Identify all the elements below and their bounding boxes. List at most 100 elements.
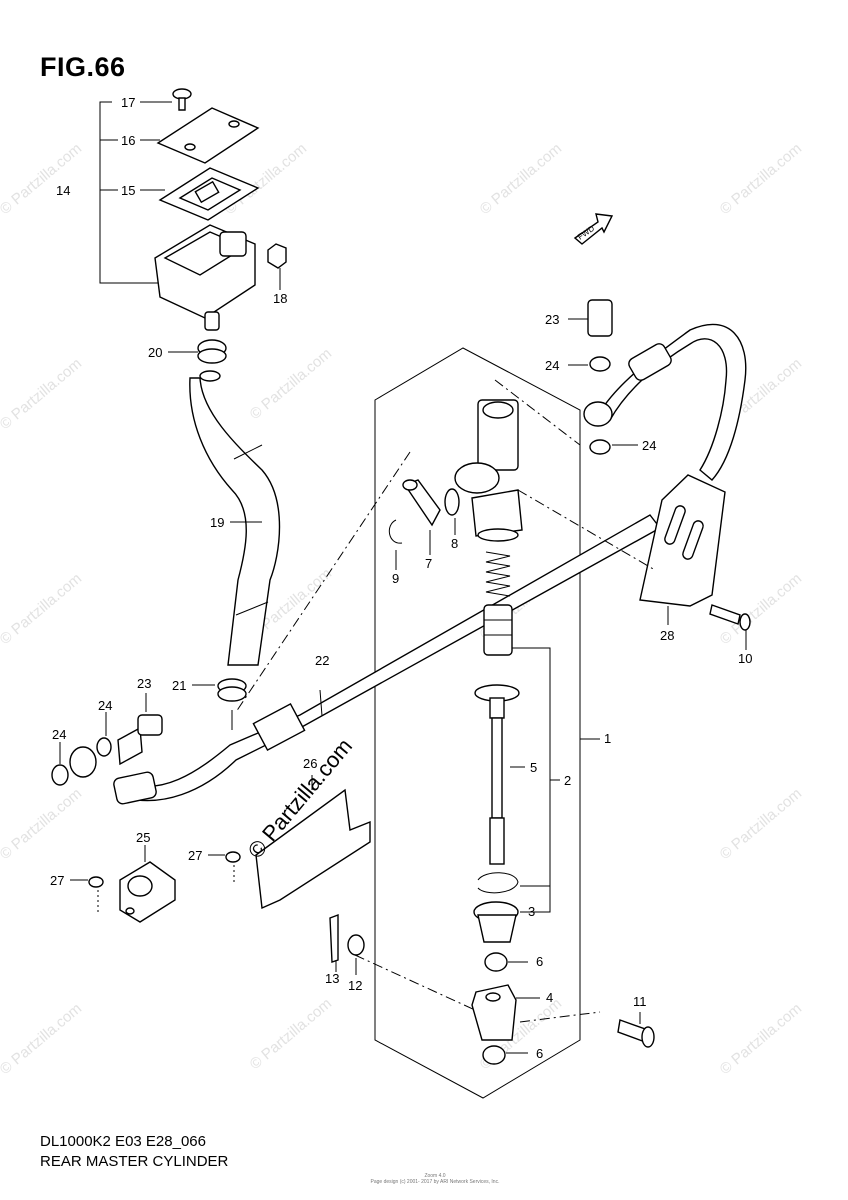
hose-joint-7 — [402, 479, 441, 555]
footer-credits: Zoom 4.0 Page design (c) 2001- 2017 by A… — [360, 1173, 510, 1185]
washer-24-left — [96, 712, 112, 757]
watermark: © Partzilla.com — [0, 1000, 85, 1078]
hose-guard-26 — [255, 775, 371, 910]
footer-copyright: Page design (c) 2001- 2017 by ARI Networ… — [370, 1179, 500, 1185]
watermark-layer: © Partzilla.com © Partzilla.com © Partzi… — [0, 140, 805, 1078]
callout-2: 2 — [564, 773, 571, 788]
diagram-caption: REAR MASTER CYLINDER — [40, 1153, 229, 1170]
watermark: © Partzilla.com — [0, 140, 85, 218]
master-cylinder-body — [454, 399, 523, 542]
brake-hose-22 — [113, 514, 662, 805]
watermark: © Partzilla.com — [477, 140, 565, 218]
callout-27: 27 — [50, 873, 64, 888]
cotter-pin-13 — [329, 913, 339, 972]
callout-16: 16 — [121, 133, 135, 148]
circlip-9 — [388, 519, 403, 570]
callout-5: 5 — [530, 760, 537, 775]
diaphragm-15 — [140, 167, 260, 221]
watermark: © Partzilla.com — [717, 785, 805, 863]
nut-6-lower — [482, 1045, 506, 1065]
callout-27: 27 — [188, 848, 202, 863]
boot — [473, 901, 519, 943]
callout-19: 19 — [210, 515, 224, 530]
washer-24-far-left — [51, 742, 97, 786]
callout-11: 11 — [633, 994, 647, 1009]
bracket-14 — [99, 101, 160, 284]
pin-11 — [617, 1012, 655, 1048]
callout-10: 10 — [738, 651, 752, 666]
callout-21: 21 — [172, 678, 186, 693]
callout-8: 8 — [451, 536, 458, 551]
footer-zoom: Zoom 4.0 — [424, 1173, 446, 1179]
callout-1: 1 — [604, 731, 611, 746]
banjo-bolt-23-right — [568, 299, 613, 337]
push-rod-5 — [474, 684, 520, 865]
callout-6: 6 — [536, 954, 543, 969]
connection-line — [235, 451, 411, 713]
callout-labels: 1 2 3 4 5 6 6 7 8 9 10 11 12 13 14 15 16… — [50, 95, 752, 1061]
connection-line — [354, 954, 476, 1011]
callout-12: 12 — [348, 978, 362, 993]
reservoir-body — [154, 224, 256, 331]
washer-12 — [347, 934, 365, 975]
watermark: © Partzilla.com — [0, 570, 85, 648]
watermark: © Partzilla.com — [717, 140, 805, 218]
connection-line — [517, 489, 656, 571]
piston — [483, 604, 513, 656]
circlip-3 — [477, 872, 519, 894]
screw-27-left — [70, 876, 104, 915]
watermark: © Partzilla.com — [717, 570, 805, 648]
diagram-code: DL1000K2 E03 E28_066 — [40, 1133, 206, 1150]
clamp-21 — [192, 678, 247, 730]
connection-line — [519, 1011, 601, 1023]
callout-24: 24 — [98, 698, 112, 713]
callout-28: 28 — [660, 628, 674, 643]
watermark: © Partzilla.com — [0, 355, 85, 433]
callout-17: 17 — [121, 95, 135, 110]
banjo-bolt-23-left — [117, 693, 163, 766]
callout-24: 24 — [545, 358, 559, 373]
callout-22: 22 — [315, 653, 329, 668]
leader-brackets — [506, 647, 600, 1054]
screw-27-center — [208, 851, 241, 885]
watermark: © Partzilla.com — [247, 345, 335, 423]
callout-20: 20 — [148, 345, 162, 360]
callout-7: 7 — [425, 556, 432, 571]
o-ring-8 — [444, 488, 460, 535]
clamp-bracket-25 — [119, 845, 176, 923]
bolt-10 — [709, 604, 751, 650]
callout-13: 13 — [325, 971, 339, 986]
reservoir-cap-16 — [140, 107, 260, 164]
callout-6: 6 — [536, 1046, 543, 1061]
reservoir-hose-19 — [189, 377, 281, 666]
hose-guard-28 — [639, 474, 726, 625]
callout-25: 25 — [136, 830, 150, 845]
watermark: © Partzilla.com — [717, 1000, 805, 1078]
spring — [485, 551, 511, 597]
callout-4: 4 — [546, 990, 553, 1005]
callout-18: 18 — [273, 291, 287, 306]
watermark: © Partzilla.com — [0, 785, 85, 863]
connection-line — [494, 379, 581, 446]
washer-24-upper-right — [568, 356, 611, 372]
callout-9: 9 — [392, 571, 399, 586]
callout-24: 24 — [52, 727, 66, 742]
callout-24: 24 — [642, 438, 656, 453]
screw-17 — [140, 88, 192, 111]
figure-title: FIG.66 — [40, 52, 126, 82]
watermark: © Partzilla.com — [247, 995, 335, 1073]
washer-24-lower-right — [589, 439, 638, 455]
brake-hose-right — [583, 323, 747, 481]
clamp-20 — [168, 339, 227, 364]
callout-26: 26 — [303, 756, 317, 771]
joint-4 — [471, 984, 517, 1041]
hose-end — [199, 370, 221, 382]
callout-23: 23 — [137, 676, 151, 691]
bolt-18 — [267, 243, 287, 290]
callout-15: 15 — [121, 183, 135, 198]
fwd-arrow-icon: FWD — [573, 213, 614, 245]
callout-23: 23 — [545, 312, 559, 327]
assembly-outline — [374, 347, 581, 1099]
callout-3: 3 — [528, 904, 535, 919]
